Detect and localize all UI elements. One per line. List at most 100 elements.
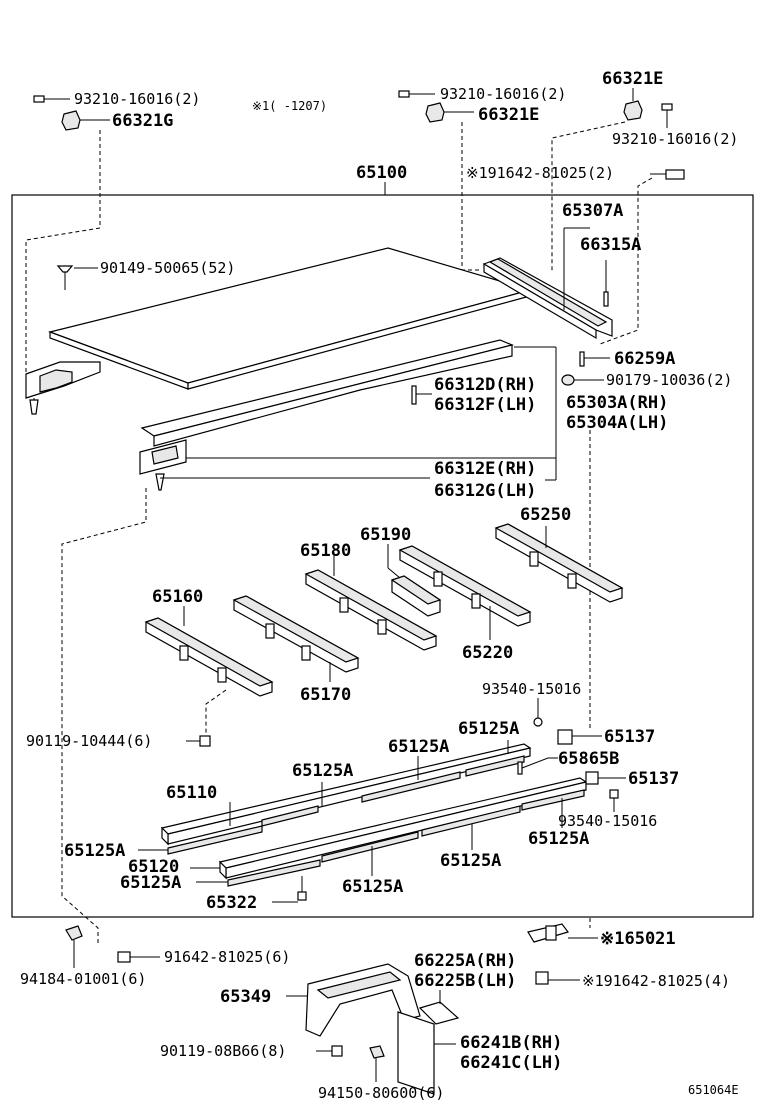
label-93210-left: 93210-16016(2) [74,90,200,108]
dash-right-hanger [551,121,626,272]
label-ref-code: 651064E [688,1083,739,1097]
pin-66315a [603,260,609,307]
label-65137-bot: 65137 [628,769,679,789]
label-93540-top: 93540-15016 [482,680,581,698]
nut-94150 [369,1045,385,1082]
label-90179: 90179-10036(2) [606,371,732,389]
bolt-90119-10444 [186,735,211,747]
bolt-91642-mid [117,951,160,963]
label-65304a: 65304A(LH) [566,413,668,433]
dash-91642-top [599,177,653,345]
cross-member-65180 [304,569,438,651]
label-90149: 90149-50065(52) [100,259,235,277]
pin-66259a [579,351,610,367]
side-rail-rear [25,361,101,415]
label-66312e: 66312E(RH) [434,459,536,479]
assembly-frame [11,194,754,918]
label-65120: 65120 [128,857,179,877]
rail-65307a [482,257,613,340]
label-65170: 65170 [300,685,351,705]
label-66312g: 66312G(LH) [434,481,536,501]
label-65125a-4: 65125A [528,829,589,849]
label-65125a-2: 65125A [388,737,449,757]
bolt-93540-top [533,698,543,727]
cross-member-65170 [232,595,360,673]
label-66241b: 66241B(RH) [460,1033,562,1053]
floor-panel [47,247,533,390]
cross-member-65250 [494,523,624,603]
bracket-65137-top [557,729,602,745]
cross-member-65220 [398,545,532,627]
label-66312f: 66312F(LH) [434,395,536,415]
clip-66312d [411,385,432,405]
mudguard-65349 [286,963,421,1037]
clip-65865b [517,757,558,775]
pad-65125a [167,755,585,887]
label-94184: 94184-01001(6) [20,970,146,988]
label-65125a-6: 65125A [440,851,501,871]
label-66321g: 66321G [112,111,173,131]
label-65021: ※165021 [600,929,676,949]
bolt-93210-left [33,95,70,103]
bolt-93210-right [661,103,673,128]
label-65125a-5: 65125A [64,841,125,861]
label-91642-bot: ※191642-81025(4) [582,972,730,990]
screw-90149 [56,265,98,290]
screw-65322 [272,876,307,903]
side-rail-front [139,339,514,491]
dash-left-hanger [25,130,101,372]
mud-flap-66241b [397,1011,456,1095]
label-66315a: 66315A [580,235,641,255]
label-65180: 65180 [300,541,351,561]
label-91642-mid: 91642-81025(6) [164,948,290,966]
bolt-91642-top [650,169,685,180]
label-65349: 65349 [220,987,271,1007]
sill-65110 [160,743,532,846]
label-66321e-mid: 66321E [478,105,539,125]
label-65100: 65100 [356,163,407,183]
bolt-93540-bot [609,789,619,812]
bracket-66321g [61,110,110,131]
label-93540-bot: 93540-15016 [558,812,657,830]
label-93210-mid: 93210-16016(2) [440,85,566,103]
nut-94184 [65,925,83,968]
bolt-90119-08b66 [316,1045,343,1057]
label-65303a: 65303A(RH) [566,393,668,413]
label-66225b: 66225B(LH) [414,971,516,991]
stay-65021 [527,923,598,943]
label-65137-top: 65137 [604,727,655,747]
label-65865b: 65865B [558,749,619,769]
label-66225a: 66225A(RH) [414,951,516,971]
bracket-66321e-mid [425,102,474,123]
label-65160: 65160 [152,587,203,607]
bolt-91642-bot [535,971,580,985]
label-94150: 94150-80600(6) [318,1084,444,1102]
label-66259a: 66259A [614,349,675,369]
bracket-66225a [418,990,460,1025]
label-65220: 65220 [462,643,513,663]
label-65322: 65322 [206,893,257,913]
bolt-93210-mid [398,90,435,98]
sill-65120 [218,777,588,880]
label-65190: 65190 [360,525,411,545]
label-66321e-right: 66321E [602,69,663,89]
label-65125a-1: 65125A [458,719,519,739]
label-65307a: 65307A [562,201,623,221]
label-65125a-7: 65125A [120,873,181,893]
dash-mid-hanger [461,122,480,271]
cross-member-65190 [387,544,442,617]
label-91642-top: ※191642-81025(2) [466,164,614,182]
label-66312d: 66312D(RH) [434,375,536,395]
label-90119-10444: 90119-10444(6) [26,732,152,750]
bracket-66321e-right [623,88,643,121]
label-65110: 65110 [166,783,217,803]
cross-member-65160 [144,617,274,697]
nut-90179 [561,374,604,386]
label-65125a-3: 65125A [292,761,353,781]
label-65250: 65250 [520,505,571,525]
label-93210-right: 93210-16016(2) [612,130,738,148]
dash-left-long [61,488,147,946]
bracket-65137-bot [585,771,626,785]
label-66241c: 66241C(LH) [460,1053,562,1073]
